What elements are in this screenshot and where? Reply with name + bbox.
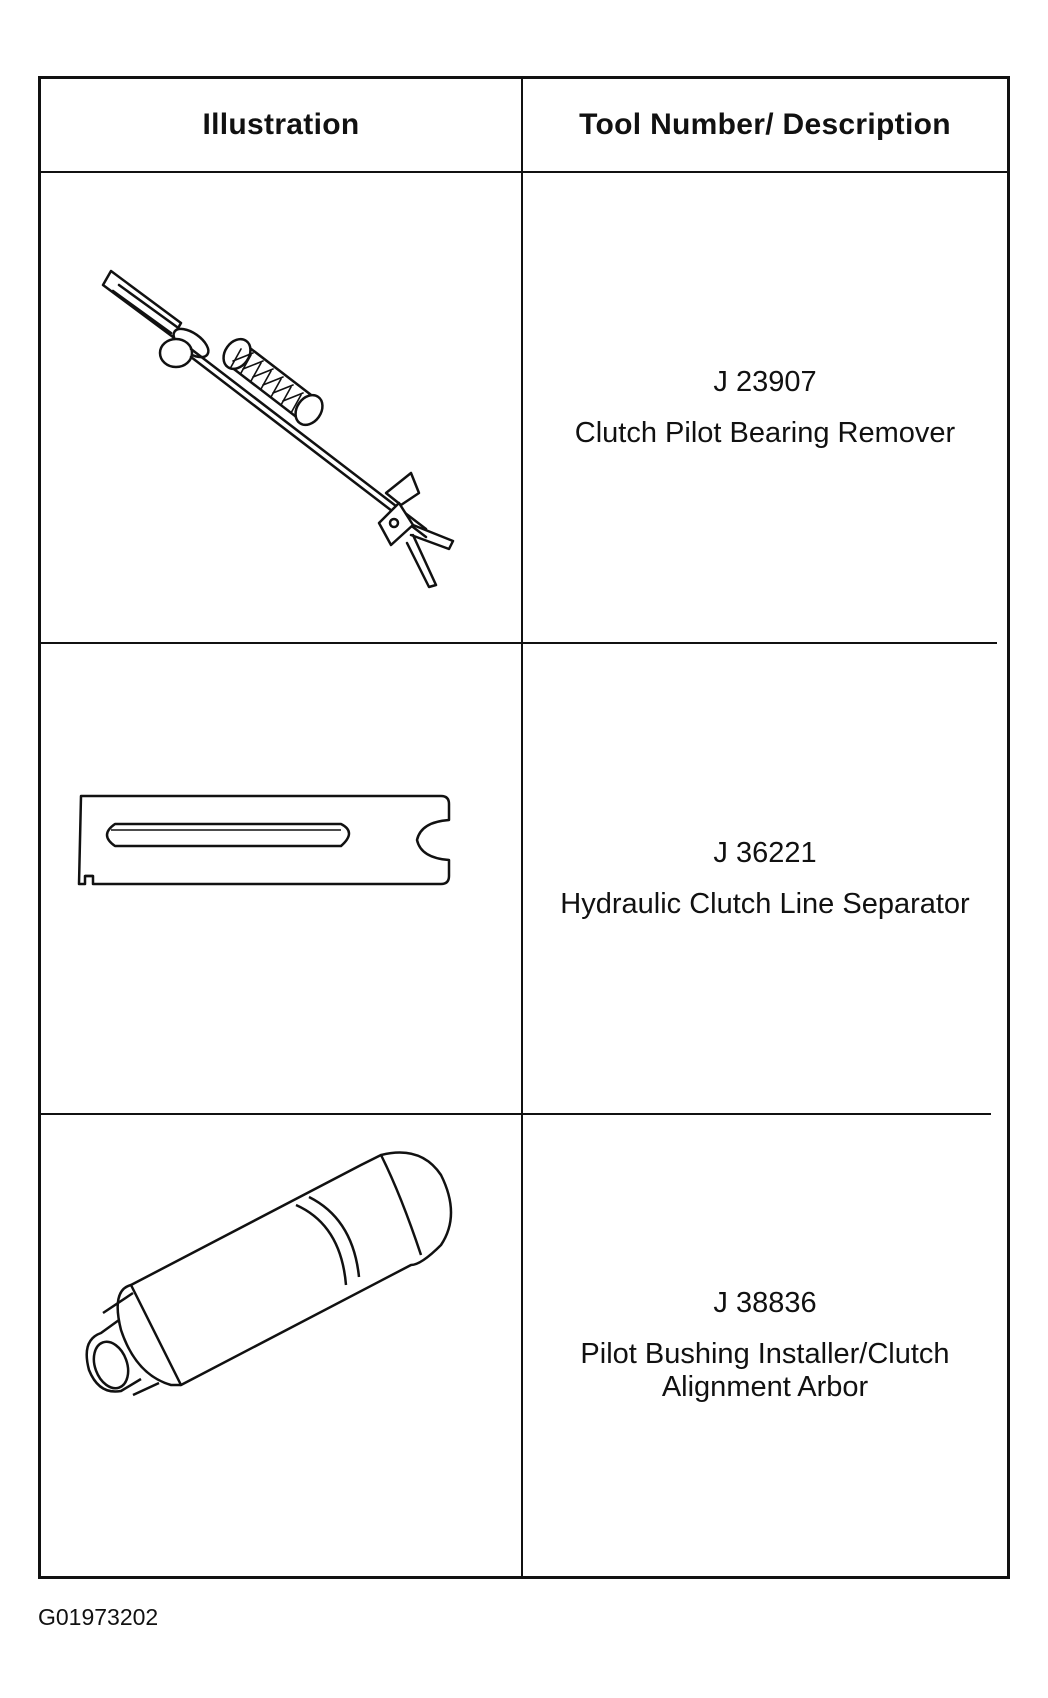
- description-cell: J 36221 Hydraulic Clutch Line Separator: [523, 644, 1007, 1113]
- illustration-cell: [41, 1115, 521, 1576]
- description-cell: J 38836 Pilot Bushing Installer/Clutch A…: [523, 1115, 1007, 1576]
- header-tool-description: Tool Number/ Description: [579, 108, 951, 141]
- tool-number: J 38836: [713, 1287, 817, 1319]
- slide-hammer-puller-icon: [101, 269, 455, 589]
- illustration-cell: [41, 644, 521, 1113]
- figure-id: G01973202: [38, 1604, 159, 1630]
- header-illustration: Illustration: [202, 108, 360, 141]
- row-divider: [41, 642, 997, 644]
- tool-number: J 23907: [713, 365, 817, 398]
- tool-number: J 36221: [713, 836, 817, 869]
- header-divider: [41, 171, 1007, 173]
- tool-description: Pilot Bushing Installer/Clutch Alignment…: [580, 1338, 950, 1403]
- illustration-cell: [41, 173, 521, 642]
- slotted-plate-tool-icon: [77, 794, 451, 886]
- alignment-arbor-icon: [85, 1151, 453, 1397]
- special-tools-table: Illustration Tool Number/ Description: [38, 76, 1010, 1579]
- tool-description: Clutch Pilot Bearing Remover: [574, 416, 956, 449]
- tool-description: Hydraulic Clutch Line Separator: [560, 887, 970, 920]
- column-divider: [521, 79, 523, 1576]
- description-cell: J 23907 Clutch Pilot Bearing Remover: [523, 173, 1007, 642]
- row-divider: [41, 1113, 991, 1115]
